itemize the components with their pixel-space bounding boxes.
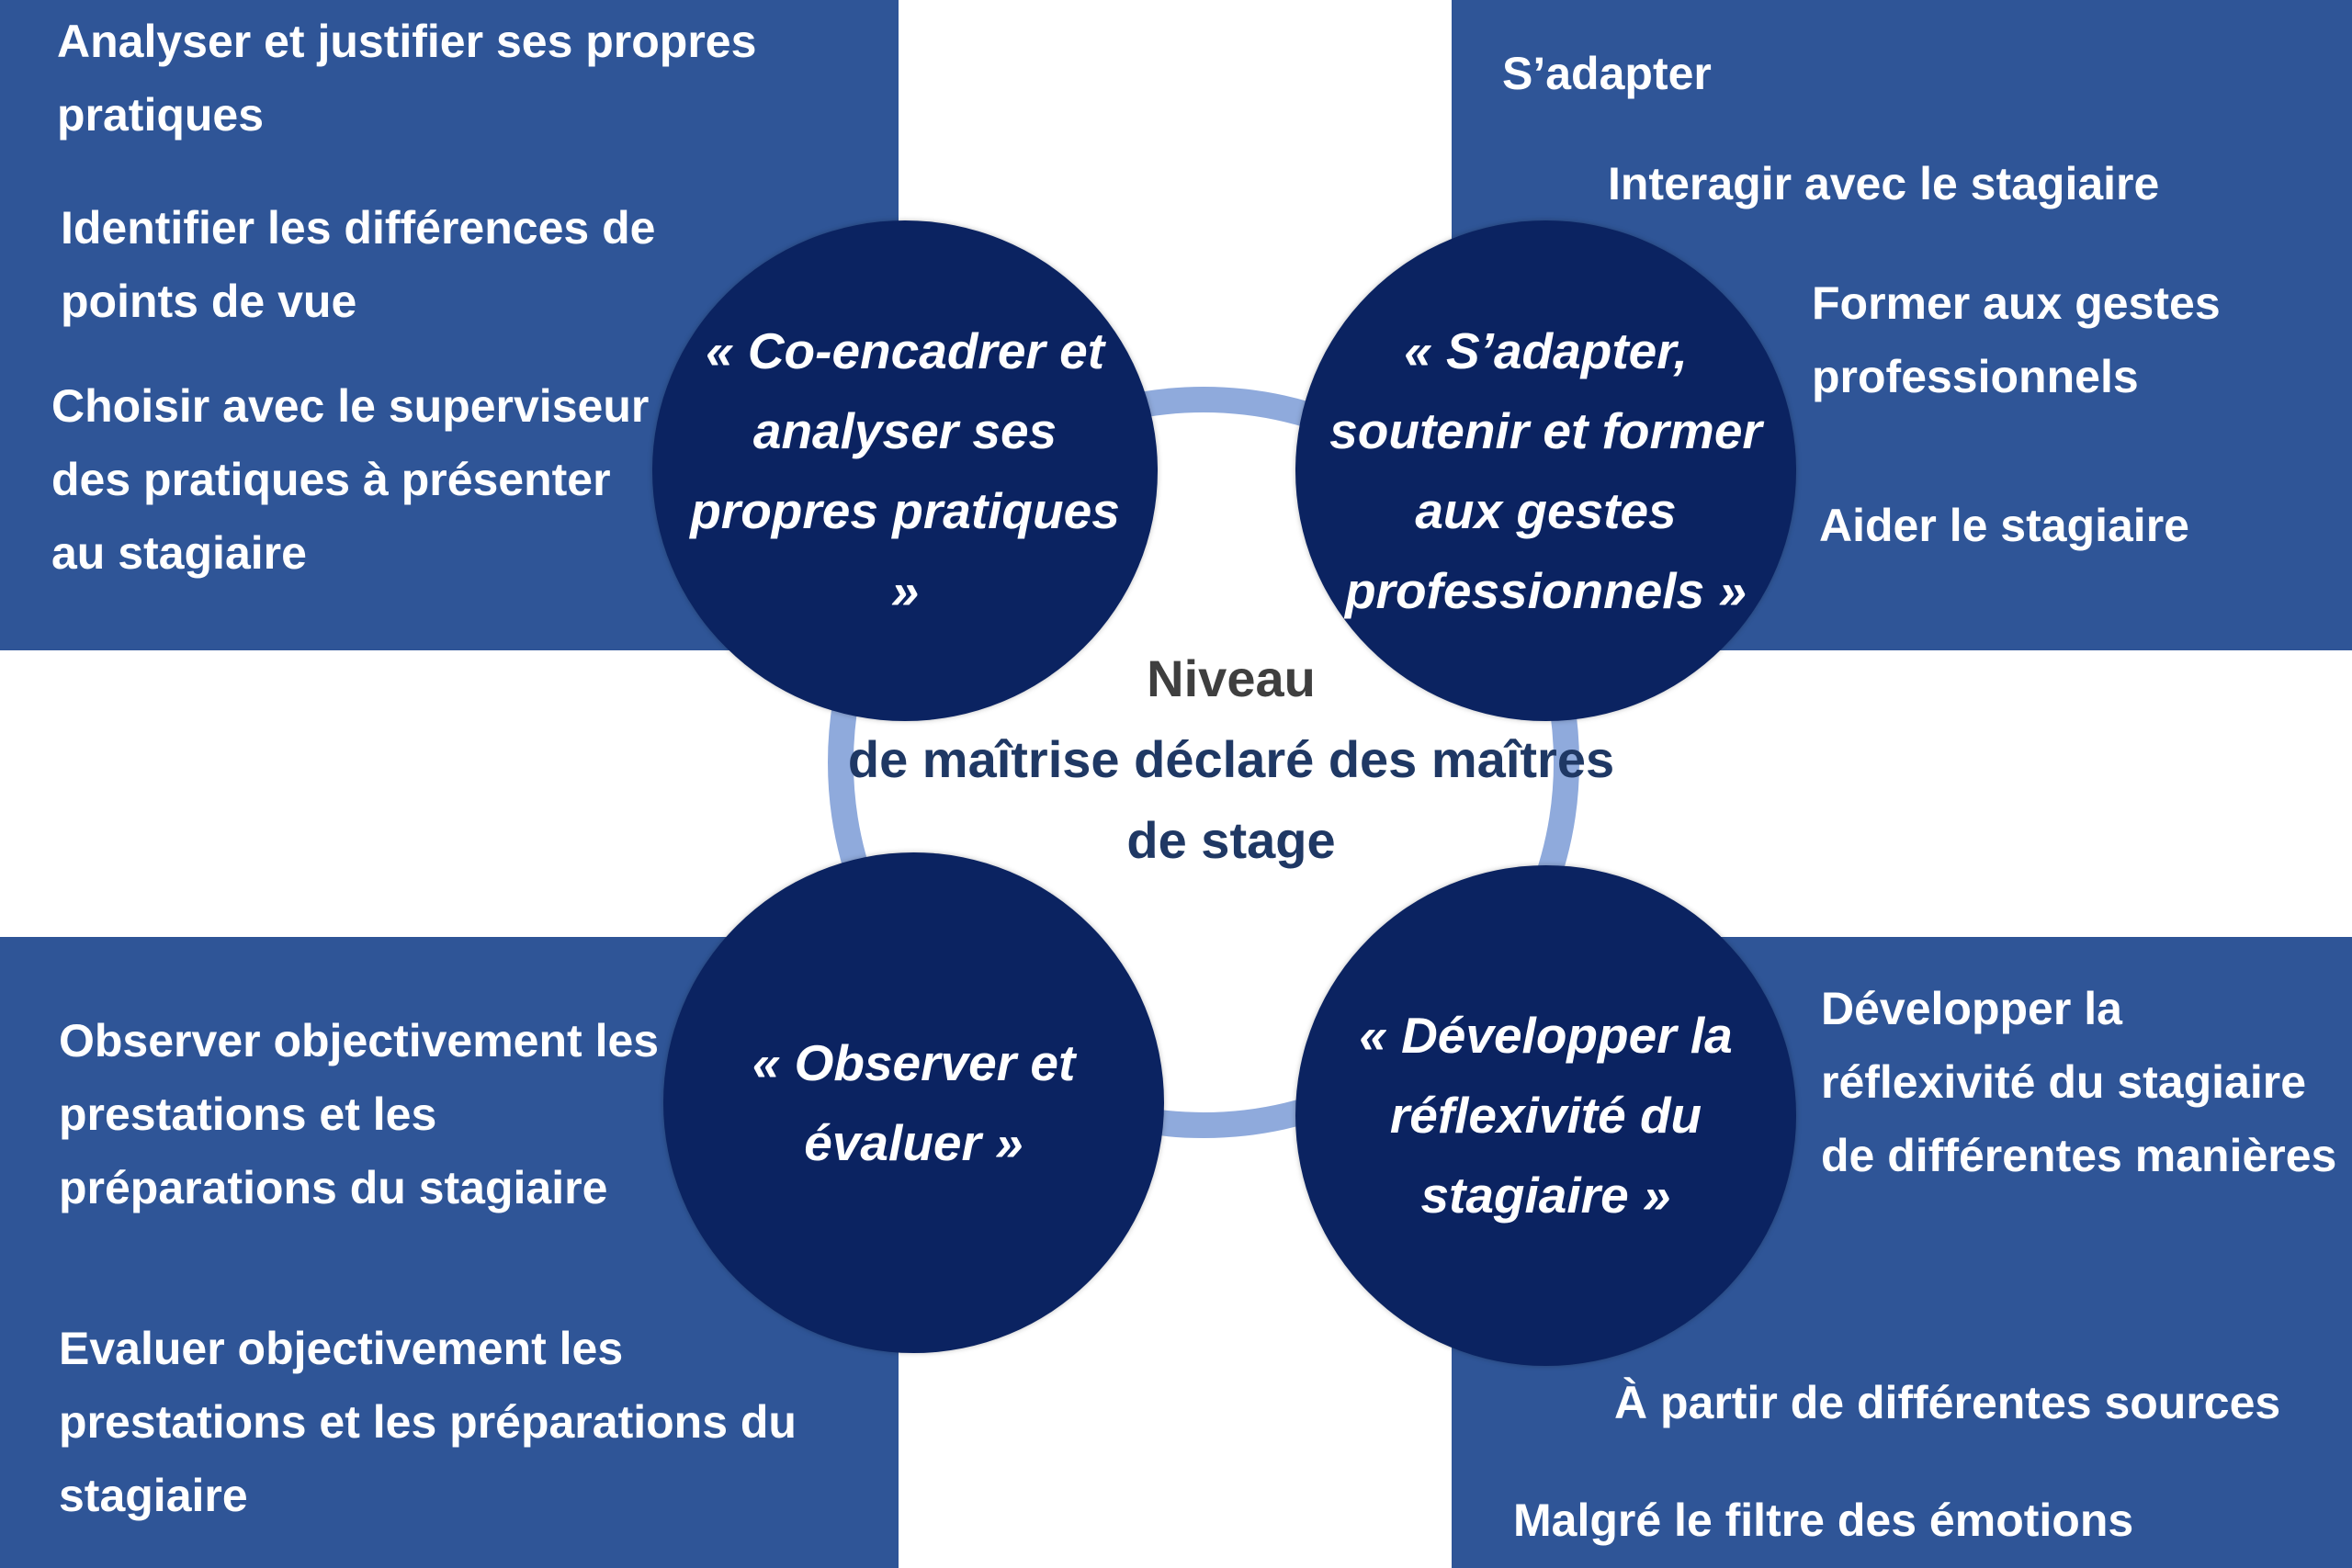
circle-top-left-label: « Co-encadrer et analyser ses propres pr…: [690, 321, 1120, 619]
circle-top-right-label: « S’adapter, soutenir et former aux gest…: [1329, 321, 1762, 619]
circle-top-right: « S’adapter, soutenir et former aux gest…: [1295, 220, 1796, 721]
box-top-right-item-4: Aider le stagiaire: [1819, 500, 2189, 551]
center-label-line1: Niveau: [1147, 649, 1316, 707]
box-top-left-item-3: Choisir avec le superviseur des pratique…: [51, 380, 650, 579]
box-bottom-right-item-3: Malgré le filtre des émotions: [1513, 1495, 2134, 1546]
box-top-right-item-1: S’adapter: [1502, 48, 1712, 99]
circle-bottom-right-label: « Développer la réflexivité du stagiaire…: [1359, 1007, 1733, 1224]
box-top-left-item-1: Analyser et justifier ses propres pratiq…: [57, 16, 757, 141]
box-bottom-left-item-1: Observer objectivement les prestations e…: [59, 1015, 660, 1213]
box-top-right-item-2: Interagir avec le stagiaire: [1608, 158, 2160, 209]
box-bottom-left-item-2: Evaluer objectivement les prestations et…: [59, 1323, 797, 1521]
circle-bottom-left-label: « Observer et évaluer »: [752, 1033, 1076, 1171]
box-bottom-right-item-2: À partir de différentes sources: [1614, 1377, 2281, 1428]
circle-top-left: « Co-encadrer et analyser ses propres pr…: [652, 220, 1158, 721]
circle-bottom-right: « Développer la réflexivité du stagiaire…: [1295, 865, 1796, 1366]
box-bottom-right-item-1: Développer la réflexivité du stagiaire d…: [1821, 983, 2337, 1181]
box-top-left-item-2: Identifier les différences de points de …: [61, 202, 656, 327]
center-label: Niveau de maîtrise déclaré des maîtres d…: [827, 638, 1635, 881]
box-top-right-item-3: Former aux gestes professionnels: [1812, 277, 2221, 402]
center-label-line2: de maîtrise déclaré des maîtres de stage: [847, 730, 1615, 869]
circle-bottom-left: « Observer et évaluer »: [663, 852, 1164, 1353]
